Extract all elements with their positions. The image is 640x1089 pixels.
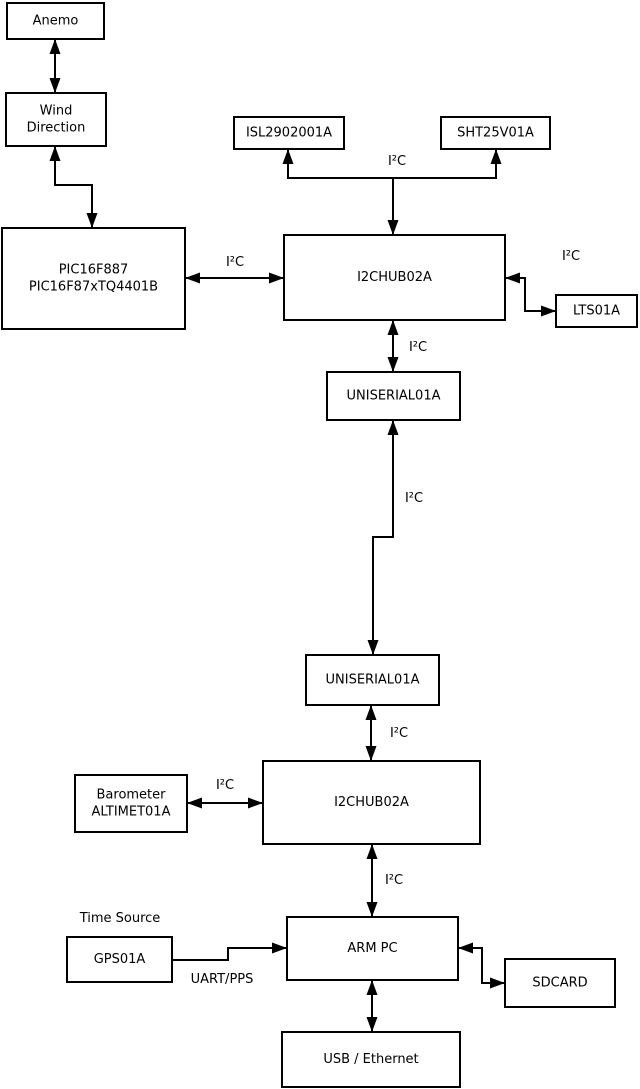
node-i2chub02a-top: I2CHUB02A xyxy=(283,234,506,321)
anemo-box xyxy=(6,2,105,40)
usb-ethernet-label: USB / Ethernet xyxy=(323,1052,418,1067)
uniserial01a-bottom-label: UNISERIAL01A xyxy=(326,673,420,688)
edge-wind-pic-arrowhead-end xyxy=(86,213,98,228)
edge-gps-armpc-arrowhead-end xyxy=(272,942,287,954)
edge-armpc-sdcard-arrowhead-start xyxy=(458,942,473,954)
edge-gps-armpc xyxy=(172,947,287,961)
label-uart-pps: UART/PPS xyxy=(191,972,254,987)
edge-pic-hub-top-arrowhead-end xyxy=(269,272,284,284)
edge-armpc-sdcard-arrowhead-end xyxy=(490,977,505,989)
label-i2c-uniserial-hub2: I²C xyxy=(390,726,408,741)
edge-hub-bottom-armpc-arrowhead-start xyxy=(366,844,378,859)
edge-uniserial-hub-bottom-arrowhead-start xyxy=(365,705,377,720)
uniserial01a-top-box xyxy=(326,371,461,421)
anemo-label: Anemo xyxy=(33,14,79,29)
usb-ethernet-box xyxy=(281,1031,461,1088)
i2chub02a-top-label: I2CHUB02A xyxy=(357,270,432,285)
edge-uniserial-link-arrowhead-start xyxy=(387,420,399,435)
label-i2c-sensor-bus: I²C xyxy=(388,154,406,169)
label-i2c-uniserial-link: I²C xyxy=(405,491,423,506)
edge-barometer-hub-bottom-arrowhead-start xyxy=(187,797,202,809)
lts01a-box xyxy=(555,294,638,328)
edge-uniserial-link xyxy=(372,420,394,655)
node-lts01a: LTS01A xyxy=(555,294,638,328)
uniserial01a-bottom-box xyxy=(305,654,440,706)
label-i2c-hub-lts: I²C xyxy=(562,249,580,264)
sdcard-label: SDCARD xyxy=(532,976,587,991)
pic16f887-box xyxy=(1,227,186,330)
node-uniserial01a-top: UNISERIAL01A xyxy=(326,371,461,421)
edge-hub-top-lts xyxy=(505,277,556,312)
edge-sensor-bus-arrowhead-start xyxy=(282,149,294,164)
node-arm-pc: ARM PC xyxy=(286,916,459,981)
barometer-box xyxy=(74,774,188,833)
edge-armpc-usb-arrowhead-start xyxy=(366,980,378,995)
edge-wind-pic-arrowhead-start xyxy=(49,146,61,161)
gps01a-label: GPS01A xyxy=(94,952,146,967)
edge-hub-top-lts-arrowhead-end xyxy=(541,305,556,317)
node-sht25v01a: SHT25V01A xyxy=(440,116,551,150)
label-i2c-pic-hub: I²C xyxy=(226,255,244,270)
edge-bus-hub-top-arrowhead-end xyxy=(387,220,399,235)
edge-hub-bottom-armpc-arrowhead-end xyxy=(366,902,378,917)
edge-armpc-sdcard xyxy=(458,947,505,984)
label-i2c-hub-uniserial: I²C xyxy=(409,340,427,355)
node-isl2902001a: ISL2902001A xyxy=(233,116,345,150)
edge-anemo-wind-arrowhead-end xyxy=(49,78,61,93)
node-gps01a: GPS01A xyxy=(66,936,173,983)
edge-hub-top-lts-arrowhead-start xyxy=(505,272,520,284)
node-usb-ethernet: USB / Ethernet xyxy=(281,1031,461,1088)
i2chub02a-bottom-box xyxy=(262,760,481,845)
label-time-source: Time Source xyxy=(79,911,161,926)
i2chub02a-top-box xyxy=(283,234,506,321)
edge-hub-top-uniserial-arrowhead-end xyxy=(387,357,399,372)
arm-pc-box xyxy=(286,916,459,981)
edge-uniserial-link-arrowhead-end xyxy=(367,640,379,655)
i2chub02a-bottom-label: I2CHUB02A xyxy=(334,795,409,810)
node-anemo: Anemo xyxy=(6,2,105,40)
edge-hub-top-uniserial-arrowhead-start xyxy=(387,320,399,335)
label-i2c-hub2-armpc: I²C xyxy=(385,873,403,888)
arm-pc-label: ARM PC xyxy=(347,941,397,956)
sht25v01a-label: SHT25V01A xyxy=(457,126,534,141)
edge-pic-hub-top-arrowhead-start xyxy=(185,272,200,284)
lts01a-label: LTS01A xyxy=(573,304,620,319)
isl2902001a-label: ISL2902001A xyxy=(246,126,332,141)
node-sdcard: SDCARD xyxy=(504,958,616,1008)
edge-sensor-bus-arrowhead-end xyxy=(490,149,502,164)
wind-direction-box xyxy=(5,92,107,147)
sht25v01a-box xyxy=(440,116,551,150)
isl2902001a-box xyxy=(233,116,345,150)
edge-anemo-wind-arrowhead-start xyxy=(49,39,61,54)
uniserial01a-top-label: UNISERIAL01A xyxy=(347,389,441,404)
edge-armpc-usb-arrowhead-end xyxy=(366,1017,378,1032)
edge-barometer-hub-bottom-arrowhead-end xyxy=(248,797,263,809)
node-i2chub02a-bottom: I2CHUB02A xyxy=(262,760,481,845)
edge-wind-pic xyxy=(54,146,93,228)
label-i2c-barometer-hub2: I²C xyxy=(216,778,234,793)
sdcard-box xyxy=(504,958,616,1008)
edge-uniserial-hub-bottom-arrowhead-end xyxy=(365,746,377,761)
node-uniserial01a-bottom: UNISERIAL01A xyxy=(305,654,440,706)
gps01a-box xyxy=(66,936,173,983)
